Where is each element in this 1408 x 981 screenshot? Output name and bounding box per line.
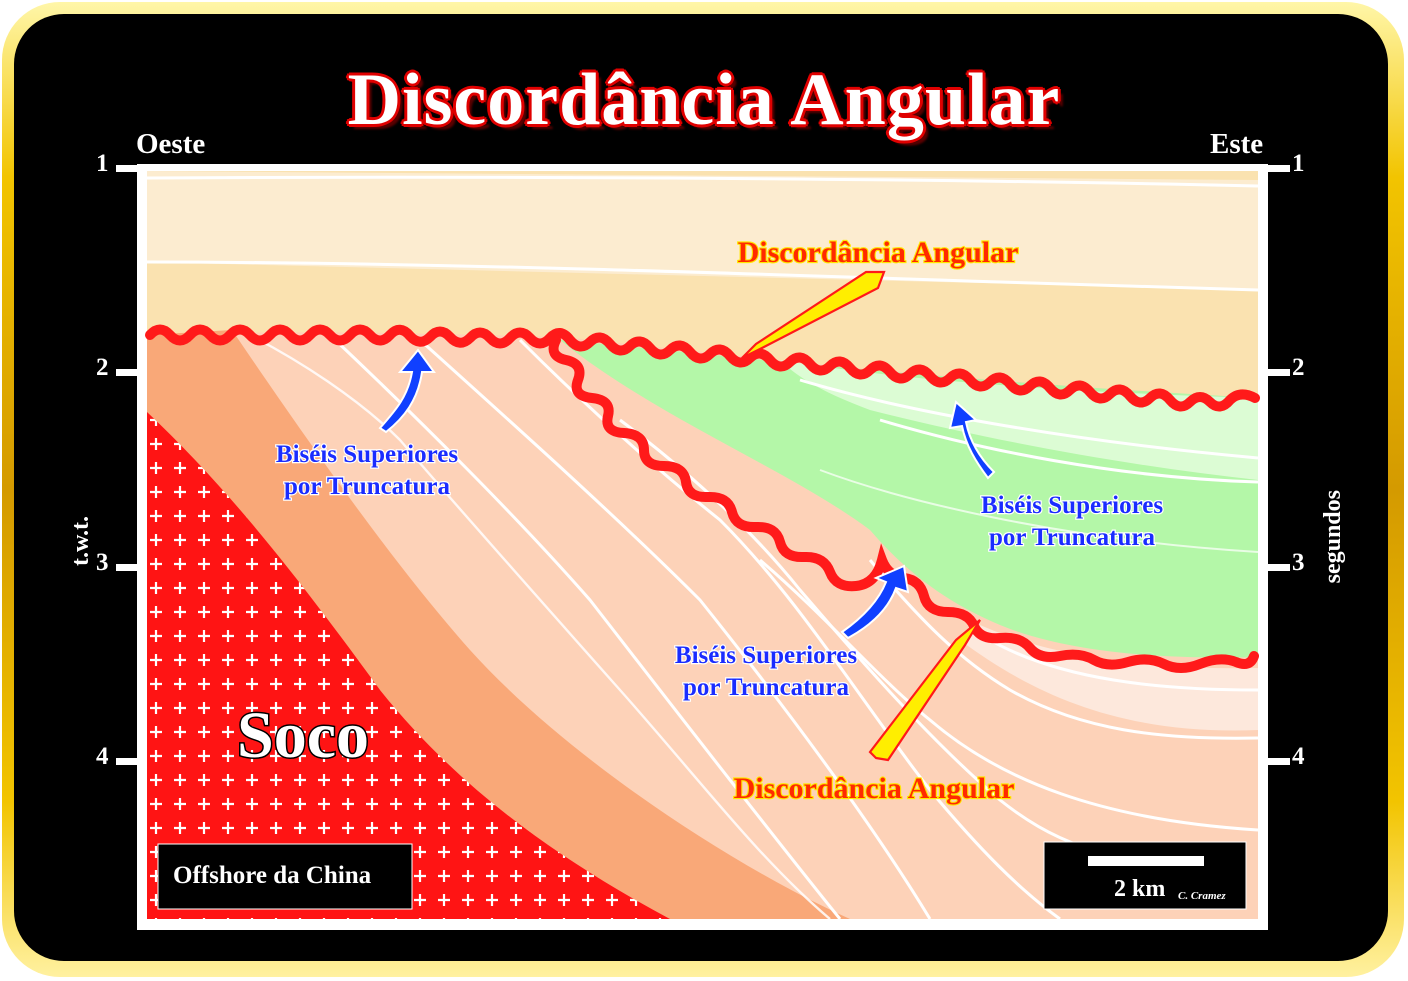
yellow-arrow-lower-icon [868,619,981,762]
tilted-band-dark [147,330,850,919]
right-tick-1: 1 [1292,150,1305,177]
yellow-arrow-upper-icon [741,270,886,359]
unconformity-lower-line [548,335,1259,673]
right-tick-mark-2 [1268,369,1290,376]
blue-arrow-2-icon [948,400,996,480]
truncation-label-2-line2: por Truncatura [989,524,1155,551]
credit-label: C. Cramez [1178,890,1226,902]
right-tick-mark-1 [1268,165,1290,172]
left-tick-1: 1 [96,150,109,177]
basement-label: Soco [237,699,369,772]
truncation-label-1-line1: Biséis Superiores [276,441,458,468]
unconformity-lower-label: Discordância Angular [734,772,1015,805]
left-tick-mark-2 [116,369,138,376]
location-label: Offshore da China [173,862,372,889]
right-tick-4: 4 [1292,743,1305,770]
page-title: Discordância Angular [347,59,1061,141]
basement-soco [147,412,670,919]
left-tick-2: 2 [96,354,109,381]
blue-arrow-1-icon [378,348,436,434]
unconformity-upper-line [145,324,1260,412]
location-box [157,843,413,910]
left-tick-mark-1 [116,165,138,172]
scale-box [1043,841,1247,910]
left-tick-3: 3 [96,549,109,576]
truncation-label-3-line1: Biséis Superiores [675,642,857,669]
right-tick-2: 2 [1292,354,1305,381]
east-label: Este [1210,128,1264,160]
truncation-label-3-line2: por Truncatura [683,674,849,701]
scale-label: 2 km [1114,876,1166,902]
left-tick-mark-4 [116,758,138,765]
west-label: Oeste [136,128,206,160]
blue-arrow-3-icon [840,564,910,640]
scale-bar [1088,856,1204,866]
right-tick-mark-4 [1268,758,1290,765]
right-tick-mark-3 [1268,564,1290,571]
green-sequence-upper [780,360,1258,480]
unconformity-upper-label: Discordância Angular [738,236,1019,269]
truncation-label-2-line1: Biséis Superiores [981,492,1163,519]
left-tick-mark-3 [116,564,138,571]
truncation-label-1-line2: por Truncatura [284,473,450,500]
left-tick-4: 4 [96,743,109,770]
upper-sequence-top-layer [147,171,1258,290]
right-tick-3: 3 [1292,549,1305,576]
